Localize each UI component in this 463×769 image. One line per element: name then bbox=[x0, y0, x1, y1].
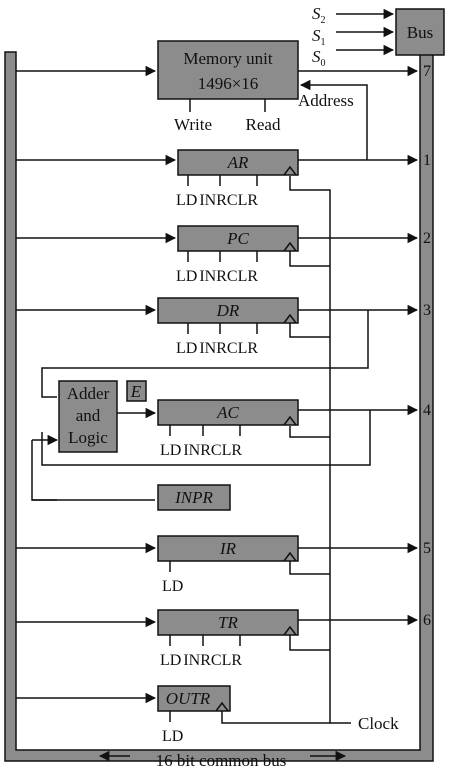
clock-label: Clock bbox=[358, 714, 399, 733]
register-ir: IR 5 LD bbox=[16, 535, 431, 595]
svg-text:6: 6 bbox=[423, 612, 431, 629]
clock-lines: Clock bbox=[221, 176, 399, 733]
svg-text:2: 2 bbox=[423, 230, 431, 247]
bus-label: Bus bbox=[407, 23, 433, 42]
memory-unit: Memory unit 1496×16 7 Write Read Address bbox=[16, 40, 431, 160]
svg-text:OUTR: OUTR bbox=[166, 689, 211, 708]
svg-text:Logic: Logic bbox=[68, 428, 108, 447]
memory-unit-label: Memory unit bbox=[183, 49, 273, 68]
adder-logic: Adder and Logic E bbox=[31, 380, 371, 501]
svg-text:LD: LD bbox=[162, 578, 183, 595]
svg-text:and: and bbox=[76, 406, 101, 425]
bus-label-box bbox=[395, 8, 445, 56]
svg-text:AC: AC bbox=[216, 403, 239, 422]
register-inpr: INPR bbox=[32, 484, 231, 511]
select-label-s2: S2 bbox=[312, 4, 326, 26]
svg-text:16 bit common bus: 16 bit common bus bbox=[156, 751, 287, 769]
common-bus-label: 16 bit common bus bbox=[98, 750, 347, 769]
svg-text:AR: AR bbox=[227, 153, 249, 172]
memory-address-label: Address bbox=[298, 91, 354, 110]
e-flag-box bbox=[126, 380, 147, 402]
bus-number-7: 7 bbox=[423, 63, 431, 80]
select-lines: S2 S1 S0 bbox=[312, 4, 395, 69]
memory-unit-size: 1496×16 bbox=[198, 74, 259, 93]
svg-text:LD: LD bbox=[162, 728, 183, 745]
e-flag-label: E bbox=[130, 382, 142, 401]
svg-text:Adder: Adder bbox=[67, 384, 110, 403]
register-outr: OUTR LD bbox=[16, 685, 231, 745]
select-label-s0: S0 bbox=[312, 47, 326, 69]
svg-text:TR: TR bbox=[218, 613, 238, 632]
svg-text:5: 5 bbox=[423, 540, 431, 557]
svg-text:1: 1 bbox=[423, 152, 431, 169]
select-label-s1: S1 bbox=[312, 26, 326, 48]
svg-text:PC: PC bbox=[226, 229, 249, 248]
svg-text:IR: IR bbox=[219, 539, 237, 558]
svg-text:3: 3 bbox=[423, 302, 431, 319]
svg-text:INPR: INPR bbox=[174, 488, 213, 507]
svg-text:4: 4 bbox=[423, 402, 431, 419]
memory-write-label: Write bbox=[174, 115, 212, 134]
svg-text:DR: DR bbox=[216, 301, 240, 320]
memory-read-label: Read bbox=[246, 115, 281, 134]
memory-unit-box bbox=[157, 40, 299, 100]
